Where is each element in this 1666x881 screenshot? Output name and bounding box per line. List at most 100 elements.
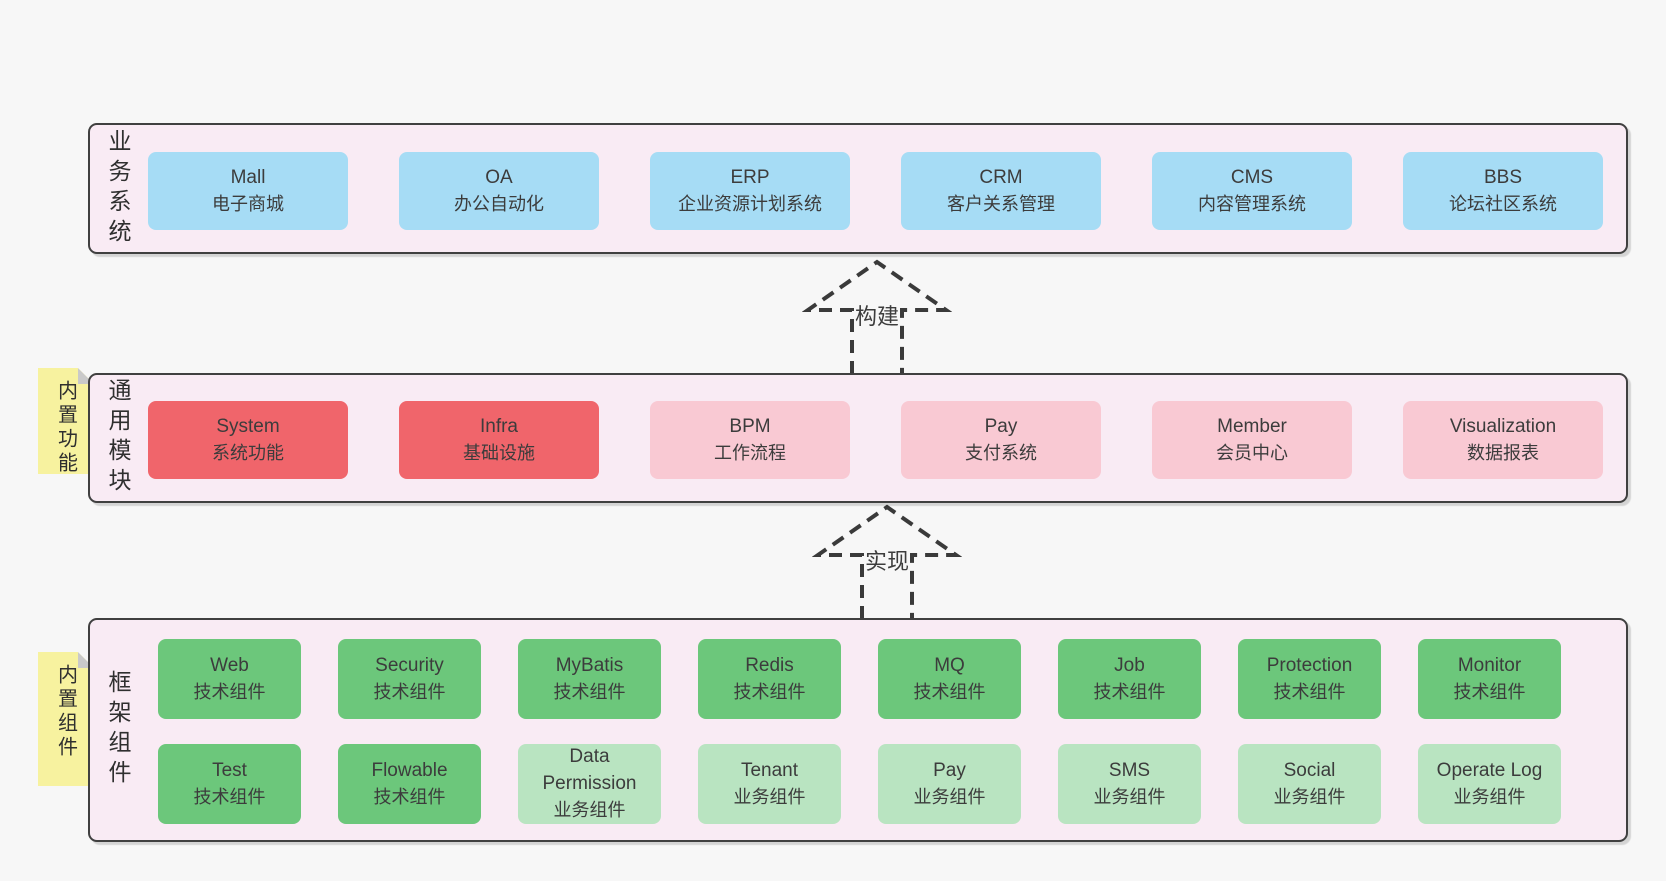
layer-label-modules: 通用模块 [105, 378, 131, 498]
sticky-note-builtin-features: 内置功能 [38, 368, 94, 474]
box-job: Job 技术组件 [1058, 639, 1201, 719]
sticky-label: 内置组件 [54, 664, 77, 760]
box-visualization: Visualization 数据报表 [1403, 401, 1603, 479]
layer-common-modules: 通用模块 System 系统功能 Infra 基础设施 BPM 工作流程 Pay 支付系统 Me… [88, 373, 1628, 503]
box-oa: OA 办公自动化 [399, 152, 599, 230]
box-label-zh: 客户关系管理 [947, 193, 1055, 214]
box-label-en: Tenant [740, 759, 799, 781]
box-bbs: BBS 论坛社区系统 [1403, 152, 1603, 230]
box-label-zh: 系统功能 [212, 442, 284, 463]
box-label-zh: 会员中心 [1216, 442, 1288, 463]
box-security: Security 技术组件 [338, 639, 481, 719]
box-label-zh: 技术组件 [193, 681, 266, 702]
layer-label-business: 业务系统 [105, 128, 131, 249]
box-tenant: Tenant 业务组件 [698, 744, 841, 824]
dashed-up-arrow-icon [812, 504, 962, 619]
box-label-zh: 业务组件 [913, 786, 986, 807]
box-label-en: Protection [1266, 654, 1353, 676]
layer-label-components: 框架组件 [105, 670, 131, 790]
box-label-en: CRM [979, 166, 1023, 188]
box-operate-log: Operate Log 业务组件 [1418, 744, 1561, 824]
box-pay: Pay 支付系统 [901, 401, 1101, 479]
box-label-en: Operate Log [1436, 759, 1543, 781]
box-mq: MQ 技术组件 [878, 639, 1021, 719]
box-label-en: MyBatis [555, 654, 624, 676]
box-label-en: Job [1114, 654, 1145, 676]
box-label-en: Member [1217, 415, 1287, 437]
box-label-zh: 业务组件 [1453, 786, 1526, 807]
box-label-en: Monitor [1457, 654, 1522, 676]
box-label-zh: 技术组件 [373, 681, 446, 702]
box-label-zh: 技术组件 [733, 681, 806, 702]
box-label-en: Flowable [371, 759, 448, 781]
box-label-zh: 技术组件 [913, 681, 986, 702]
box-label-en: Infra [479, 415, 519, 437]
box-web: Web 技术组件 [158, 639, 301, 719]
box-protection: Protection 技术组件 [1238, 639, 1381, 719]
box-redis: Redis 技术组件 [698, 639, 841, 719]
box-label-zh: 技术组件 [1093, 681, 1166, 702]
box-label-en: Visualization [1449, 415, 1557, 437]
box-label-zh: 电子商城 [212, 193, 284, 214]
arrow-implement: 实现 [812, 501, 962, 619]
box-label-en: Test [212, 759, 247, 781]
box-label-zh: 业务组件 [733, 786, 806, 807]
box-erp: ERP 企业资源计划系统 [650, 152, 850, 230]
box-label-en: BPM [729, 415, 771, 437]
box-label-zh: 业务组件 [553, 800, 626, 821]
box-label-en: CMS [1230, 166, 1274, 188]
box-label-zh: 技术组件 [373, 786, 446, 807]
box-label-en: System [216, 415, 280, 437]
business-box-row: Mall 电子商城 OA 办公自动化 ERP 企业资源计划系统 CRM 客户关系管理 CMS 内容… [148, 152, 1603, 230]
box-label-en: Pay [984, 415, 1018, 437]
box-infra: Infra 基础设施 [399, 401, 599, 479]
box-label-zh: 业务组件 [1273, 786, 1346, 807]
box-label-zh: 企业资源计划系统 [678, 193, 822, 214]
box-member: Member 会员中心 [1152, 401, 1352, 479]
sticky-note-builtin-components: 内置组件 [38, 652, 94, 786]
box-label-zh: 论坛社区系统 [1449, 193, 1557, 214]
box-label-zh: 工作流程 [714, 442, 786, 463]
box-label-en: BBS [1483, 166, 1523, 188]
sticky-label: 内置功能 [54, 380, 77, 476]
box-data-permission: Data Permission 业务组件 [518, 744, 661, 824]
box-monitor: Monitor 技术组件 [1418, 639, 1561, 719]
box-test: Test 技术组件 [158, 744, 301, 824]
box-label-zh: 业务组件 [1093, 786, 1166, 807]
box-label-en: Social [1283, 759, 1336, 781]
box-label-zh: 办公自动化 [454, 193, 544, 214]
box-label-en: ERP [730, 166, 770, 188]
box-bpm: BPM 工作流程 [650, 401, 850, 479]
box-label-zh: 技术组件 [193, 786, 266, 807]
box-mall: Mall 电子商城 [148, 152, 348, 230]
box-label-zh: 支付系统 [965, 442, 1037, 463]
box-label-en: Data Permission [542, 746, 637, 795]
arrow-implement-label: 实现 [864, 549, 910, 574]
box-label-zh: 技术组件 [1453, 681, 1526, 702]
arrow-build-label: 构建 [854, 304, 900, 329]
box-label-en: Redis [745, 654, 794, 676]
box-label-zh: 技术组件 [1273, 681, 1346, 702]
box-label-zh: 数据报表 [1467, 442, 1539, 463]
box-label-en: OA [485, 166, 513, 188]
box-system: System 系统功能 [148, 401, 348, 479]
box-label-zh: 内容管理系统 [1198, 193, 1306, 214]
box-cms: CMS 内容管理系统 [1152, 152, 1352, 230]
box-label-en: Security [375, 654, 444, 676]
box-crm: CRM 客户关系管理 [901, 152, 1101, 230]
box-label-zh: 基础设施 [463, 442, 535, 463]
box-label-en: Mall [230, 166, 266, 188]
box-label-en: Web [210, 654, 249, 676]
box-label-en: MQ [934, 654, 965, 676]
dashed-up-arrow-icon [802, 259, 952, 374]
box-flowable: Flowable 技术组件 [338, 744, 481, 824]
modules-box-row: System 系统功能 Infra 基础设施 BPM 工作流程 Pay 支付系统 Member 会… [148, 401, 1603, 479]
box-social: Social 业务组件 [1238, 744, 1381, 824]
